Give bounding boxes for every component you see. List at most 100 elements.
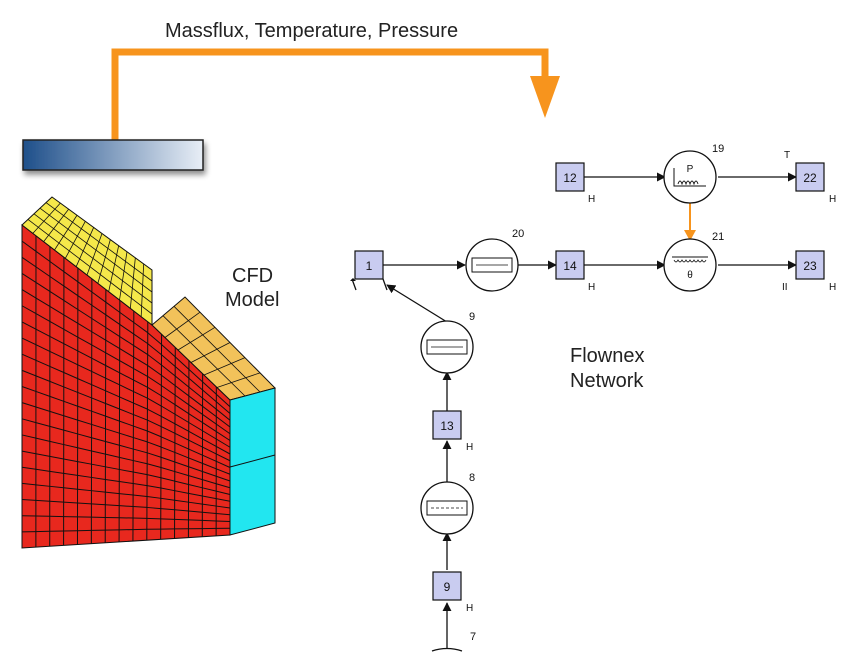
mesh-line bbox=[216, 460, 231, 468]
mesh-line bbox=[91, 344, 106, 354]
mesh-line bbox=[63, 415, 78, 421]
mesh-line bbox=[133, 506, 147, 508]
node-9[interactable]: 9 H bbox=[432, 571, 473, 614]
mesh-line bbox=[21, 369, 37, 377]
mesh-line bbox=[119, 311, 135, 323]
mesh-line bbox=[63, 400, 78, 407]
mesh-line bbox=[174, 490, 189, 494]
mesh-line bbox=[119, 336, 134, 346]
mesh-line bbox=[119, 384, 134, 392]
svg-text:8: 8 bbox=[469, 472, 475, 484]
node-12[interactable]: 12 H bbox=[555, 162, 595, 205]
mesh-line bbox=[174, 518, 189, 521]
mesh-line bbox=[133, 333, 148, 345]
mesh-line bbox=[77, 336, 92, 346]
mesh-line bbox=[105, 352, 120, 362]
mesh-line bbox=[77, 295, 93, 306]
element-19-heat-source[interactable]: P 19 bbox=[663, 143, 724, 204]
mesh-line bbox=[63, 271, 79, 283]
mesh-line bbox=[105, 365, 120, 374]
mesh-line bbox=[64, 221, 86, 259]
mesh-line bbox=[35, 313, 51, 322]
node-13[interactable]: 13 H bbox=[432, 410, 473, 453]
mesh-line bbox=[49, 276, 65, 287]
svg-text:H: H bbox=[829, 194, 836, 205]
mesh-line bbox=[174, 366, 190, 379]
mesh-line bbox=[33, 213, 153, 304]
element-8-pipe[interactable]: 8 bbox=[420, 472, 475, 535]
mesh-line bbox=[63, 300, 79, 310]
coupling-variables-label: Massflux, Temperature, Pressure bbox=[165, 20, 458, 42]
mesh-line bbox=[188, 377, 203, 391]
node-1[interactable]: 1 bbox=[350, 250, 388, 291]
mesh-line bbox=[21, 386, 37, 392]
node-22[interactable]: 22 H T bbox=[784, 150, 836, 205]
mesh-line bbox=[105, 415, 120, 422]
mesh-line bbox=[162, 315, 246, 397]
mesh-line bbox=[63, 501, 78, 504]
mesh-line bbox=[63, 343, 79, 352]
mesh-line bbox=[91, 357, 106, 366]
element-9-pipe[interactable]: 9 bbox=[420, 311, 475, 374]
svg-text:9: 9 bbox=[444, 580, 451, 594]
mesh-line bbox=[77, 419, 92, 425]
mesh-line bbox=[105, 314, 121, 325]
mesh-line bbox=[21, 450, 36, 455]
mesh-line bbox=[147, 452, 162, 458]
node-14[interactable]: 14 H bbox=[555, 250, 595, 293]
mesh-line bbox=[119, 324, 135, 335]
mesh-line bbox=[91, 490, 106, 493]
mesh-line bbox=[35, 484, 50, 487]
mesh-line bbox=[215, 408, 231, 421]
mesh-line bbox=[202, 405, 217, 418]
mesh-line bbox=[105, 478, 120, 483]
mesh-line bbox=[75, 227, 95, 267]
node-23[interactable]: 23 H II bbox=[782, 250, 836, 293]
mesh-line bbox=[133, 379, 148, 388]
svg-text:14: 14 bbox=[563, 259, 577, 273]
mesh-line bbox=[174, 423, 189, 432]
mesh-line bbox=[202, 471, 217, 477]
mesh-line bbox=[147, 419, 162, 427]
mesh-line bbox=[105, 466, 120, 470]
mesh-line bbox=[174, 385, 190, 397]
element-21-heat-exchanger[interactable]: θ 21 bbox=[663, 231, 724, 292]
mesh-line bbox=[35, 266, 51, 277]
svg-text:19: 19 bbox=[712, 143, 724, 155]
mesh-line bbox=[188, 492, 203, 497]
mesh-line bbox=[188, 404, 203, 415]
cfd-mesh-model bbox=[21, 196, 276, 549]
mesh-line bbox=[77, 405, 92, 412]
svg-text:θ: θ bbox=[687, 270, 693, 281]
mesh-line bbox=[35, 282, 51, 292]
mesh-line bbox=[63, 357, 78, 366]
mesh-line bbox=[133, 322, 149, 334]
mesh-line bbox=[161, 374, 176, 386]
mesh-line bbox=[49, 500, 64, 503]
mesh-line bbox=[119, 372, 134, 381]
mesh-line bbox=[203, 357, 246, 376]
mesh-line bbox=[133, 368, 148, 377]
mesh-line bbox=[202, 503, 217, 507]
mesh-line bbox=[202, 495, 217, 500]
mesh-line bbox=[43, 208, 69, 242]
mesh-line bbox=[188, 413, 203, 424]
mesh-line bbox=[147, 332, 162, 345]
svg-text:1: 1 bbox=[366, 259, 373, 273]
mesh-line bbox=[63, 328, 79, 338]
mesh-line bbox=[215, 431, 231, 441]
mesh-line bbox=[21, 499, 36, 501]
mesh-line bbox=[216, 505, 231, 509]
mesh-line bbox=[105, 453, 120, 458]
mesh-line bbox=[147, 441, 162, 448]
mesh-line bbox=[91, 318, 107, 328]
mesh-line bbox=[133, 391, 148, 399]
mesh-line bbox=[161, 405, 176, 415]
element-20-pipe[interactable]: 20 bbox=[465, 228, 524, 292]
mesh-line bbox=[202, 462, 217, 470]
mesh-line bbox=[188, 466, 203, 472]
mesh-line bbox=[147, 430, 162, 438]
mesh-line bbox=[91, 476, 106, 480]
mesh-line bbox=[77, 322, 93, 333]
mesh-line bbox=[202, 479, 217, 485]
